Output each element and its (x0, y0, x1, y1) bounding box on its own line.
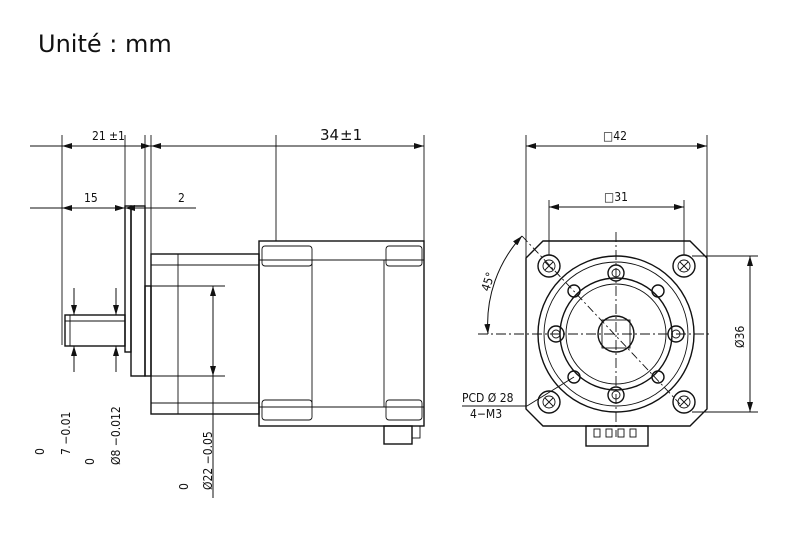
dim-shaft-length: 15 (84, 191, 98, 205)
ring-screws (547, 264, 685, 404)
dim-pilot-diameter: Ø22 −0.05 (201, 431, 215, 490)
connector (585, 425, 649, 447)
dim-body-length-tolerance: ±1 (340, 126, 362, 144)
corner-screw-tr (672, 254, 696, 278)
dim-body-length: 34 (320, 126, 339, 144)
m3-holes (567, 284, 665, 384)
dim-pilot-diameter-upper: 0 (177, 483, 191, 490)
corner-screw-bl (537, 390, 561, 414)
dim-front-length-tolerance: ±1 (109, 129, 125, 143)
front-view: □42 □31 Ø36 45° PCD Ø 28 4−M3 (462, 129, 758, 447)
dim-outer-square: □42 (603, 129, 627, 143)
dim-hole-spacing: □31 (604, 190, 628, 204)
dim-shaft-diameter-upper: 0 (83, 458, 97, 465)
dim-flat: 7 −0.01 (59, 412, 73, 455)
front-flange-outline (525, 240, 708, 427)
dim-height-diameter: Ø36 (733, 326, 747, 348)
gearhead (130, 205, 260, 415)
corner-screw-tl (537, 254, 561, 278)
side-view: 21 ±1 34 ±1 15 2 0 7 −0.01 0 Ø8 −0.012 0… (30, 126, 425, 498)
shaft-circle (597, 315, 635, 353)
unit-title: Unité : mm (38, 30, 172, 58)
dim-boss-length: 2 (178, 191, 185, 205)
angle-label: 45° (479, 270, 498, 293)
dim-shaft-diameter: Ø8 −0.012 (109, 406, 123, 465)
dim-front-length: 21 (92, 129, 106, 143)
pcd-label: PCD Ø 28 (462, 391, 514, 405)
motor-shaft (64, 314, 126, 347)
motor-body (258, 240, 425, 445)
thread-label: 4−M3 (470, 407, 502, 421)
flange-outer-circle (537, 255, 695, 413)
flange-boss (124, 205, 132, 353)
dim-flat-upper: 0 (33, 448, 47, 455)
corner-screw-br (672, 390, 696, 414)
